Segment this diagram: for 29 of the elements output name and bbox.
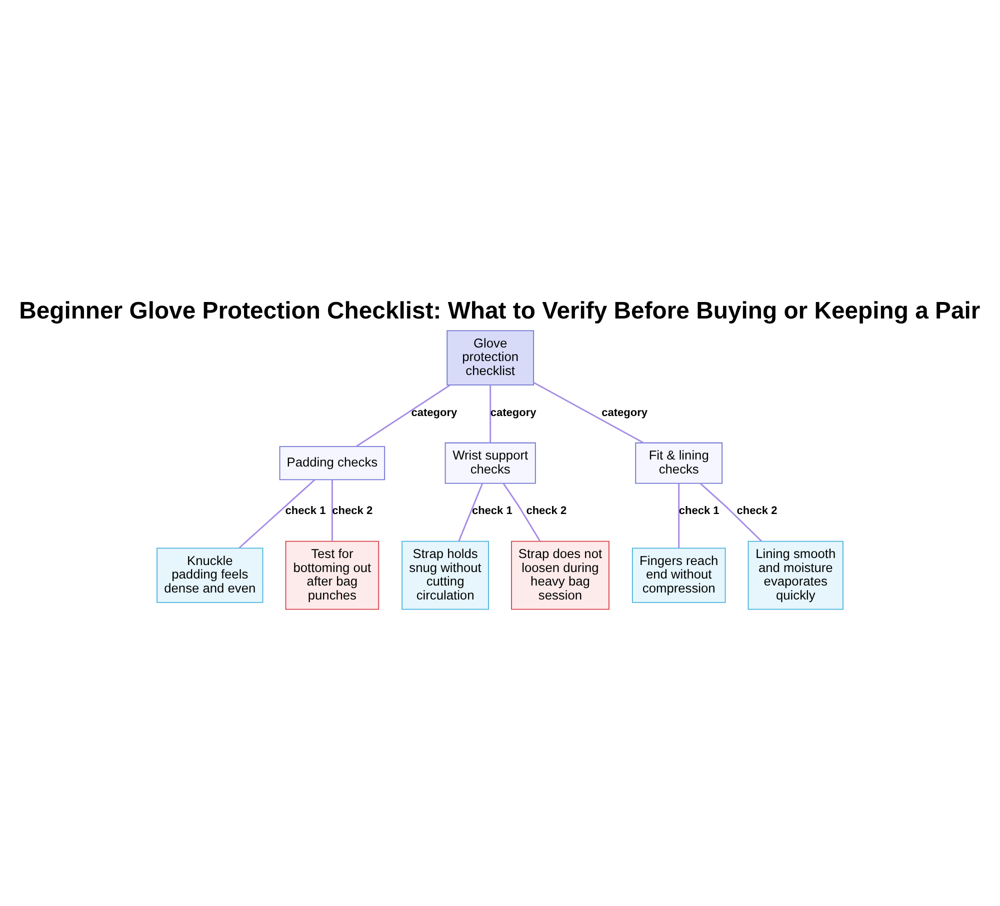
node-box: Strap holds snug without cutting circulation	[402, 540, 489, 610]
edge-label: check 1	[472, 505, 512, 518]
node-box: Knuckle padding feels dense and even	[156, 548, 264, 603]
connector	[700, 482, 762, 542]
node-box: Lining smooth and moisture evaporates quickly	[748, 540, 844, 610]
edge-label: check 2	[736, 505, 778, 518]
edge-label: category	[490, 406, 536, 419]
connector	[678, 484, 680, 548]
connector	[490, 385, 492, 443]
edge-label: check 2	[332, 505, 373, 518]
node-box: Fit & lining checks	[635, 442, 723, 484]
connector	[502, 483, 541, 542]
node-box: Strap does not loosen during heavy bag session	[511, 540, 610, 610]
node-box: Fingers reach end without compression	[632, 548, 726, 603]
edge-label: check 1	[285, 505, 326, 518]
diagram-title: Beginner Glove Protection Checklist: What to Verify Before Buying or Keeping a Pair	[19, 298, 980, 325]
node-box: Test for bottoming out after bag punches	[285, 540, 380, 610]
connector	[356, 384, 450, 448]
edge-label: category	[411, 406, 458, 419]
connector	[238, 479, 316, 548]
edge-label: category	[602, 406, 648, 419]
connector	[533, 382, 644, 444]
node-box: Glove protection checklist	[446, 330, 534, 386]
connector	[458, 483, 484, 542]
node-box: Wrist support checks	[444, 442, 536, 484]
connector	[331, 480, 333, 541]
edge-label: check 1	[678, 505, 720, 518]
node-box: Padding checks	[279, 446, 386, 480]
edge-label: check 2	[526, 505, 567, 518]
